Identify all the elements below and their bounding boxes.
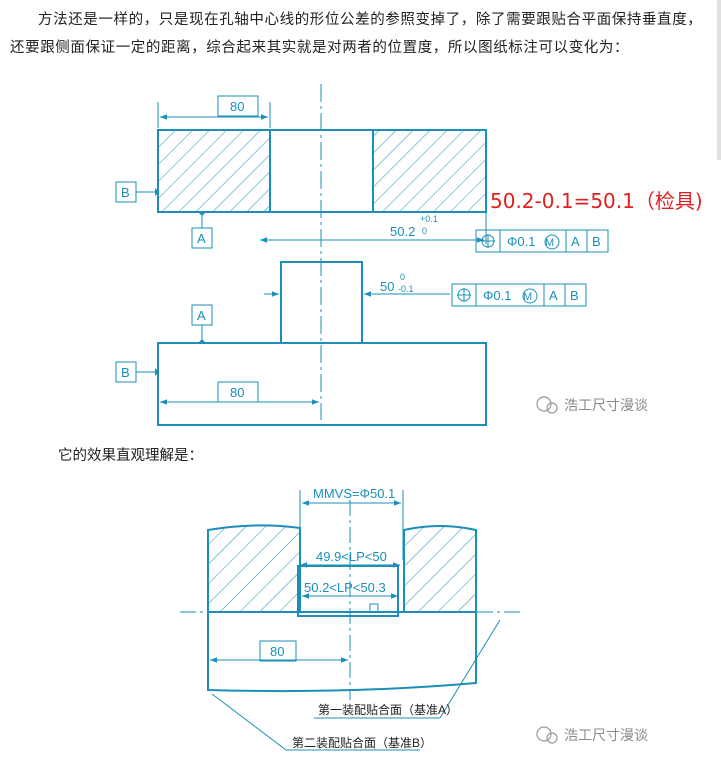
fcf-top-datum-a: A xyxy=(571,234,580,249)
fcf-bottom-datum-a: A xyxy=(549,288,558,303)
dim-80-top-label: 80 xyxy=(230,99,244,114)
dim-80-top-box xyxy=(217,95,259,117)
datum-a-bottom-label: A xyxy=(197,308,206,323)
pin-tol-lower: -0.1 xyxy=(398,284,414,294)
fcf-bottom-modifier: M xyxy=(523,291,532,303)
hole-dim-label: 50.2 xyxy=(390,224,415,239)
fcf-top-tolerance: Φ0.1 xyxy=(507,234,535,249)
datum-a-top-box xyxy=(191,227,213,249)
red-note: 50.2-0.1=50.1（检具) xyxy=(490,189,703,213)
fcf-top xyxy=(475,229,609,253)
hole-tol-lower: 0 xyxy=(422,226,427,236)
hole-tol-upper: +0.1 xyxy=(420,214,438,224)
pin-tol-upper: 0 xyxy=(400,272,405,282)
dim-80-bottom-label: 80 xyxy=(230,385,244,400)
fcf-top-modifier: M xyxy=(545,237,554,249)
datum-b-top-label: B xyxy=(121,185,130,200)
datum-b-bottom-label: B xyxy=(121,365,130,380)
scrollbar-track[interactable] xyxy=(717,0,721,160)
bottom-part-base xyxy=(157,342,487,426)
watermark-1: 浩工尺寸漫谈 xyxy=(536,396,648,414)
watermark-1-text: 浩工尺寸漫谈 xyxy=(564,398,648,414)
datum-a-top-label: A xyxy=(197,231,206,246)
top-part-right-section xyxy=(372,129,487,213)
top-part-left-section xyxy=(157,129,271,213)
caption: 它的效果直观理解是： xyxy=(58,448,203,464)
pin-dim-label: 50 xyxy=(380,279,394,294)
fcf-bottom-tolerance: Φ0.1 xyxy=(483,288,511,303)
intro-paragraph: 方法还是一样的，只是现在孔轴中心线的形位公差的参照变掉了，除了需要跟贴合平面保持… xyxy=(10,12,703,56)
fcf-bottom-datum-b: B xyxy=(570,288,579,303)
dim-80-bottom-box xyxy=(217,381,259,403)
fcf-top-datum-b: B xyxy=(592,234,601,249)
fcf-bottom xyxy=(451,283,587,307)
